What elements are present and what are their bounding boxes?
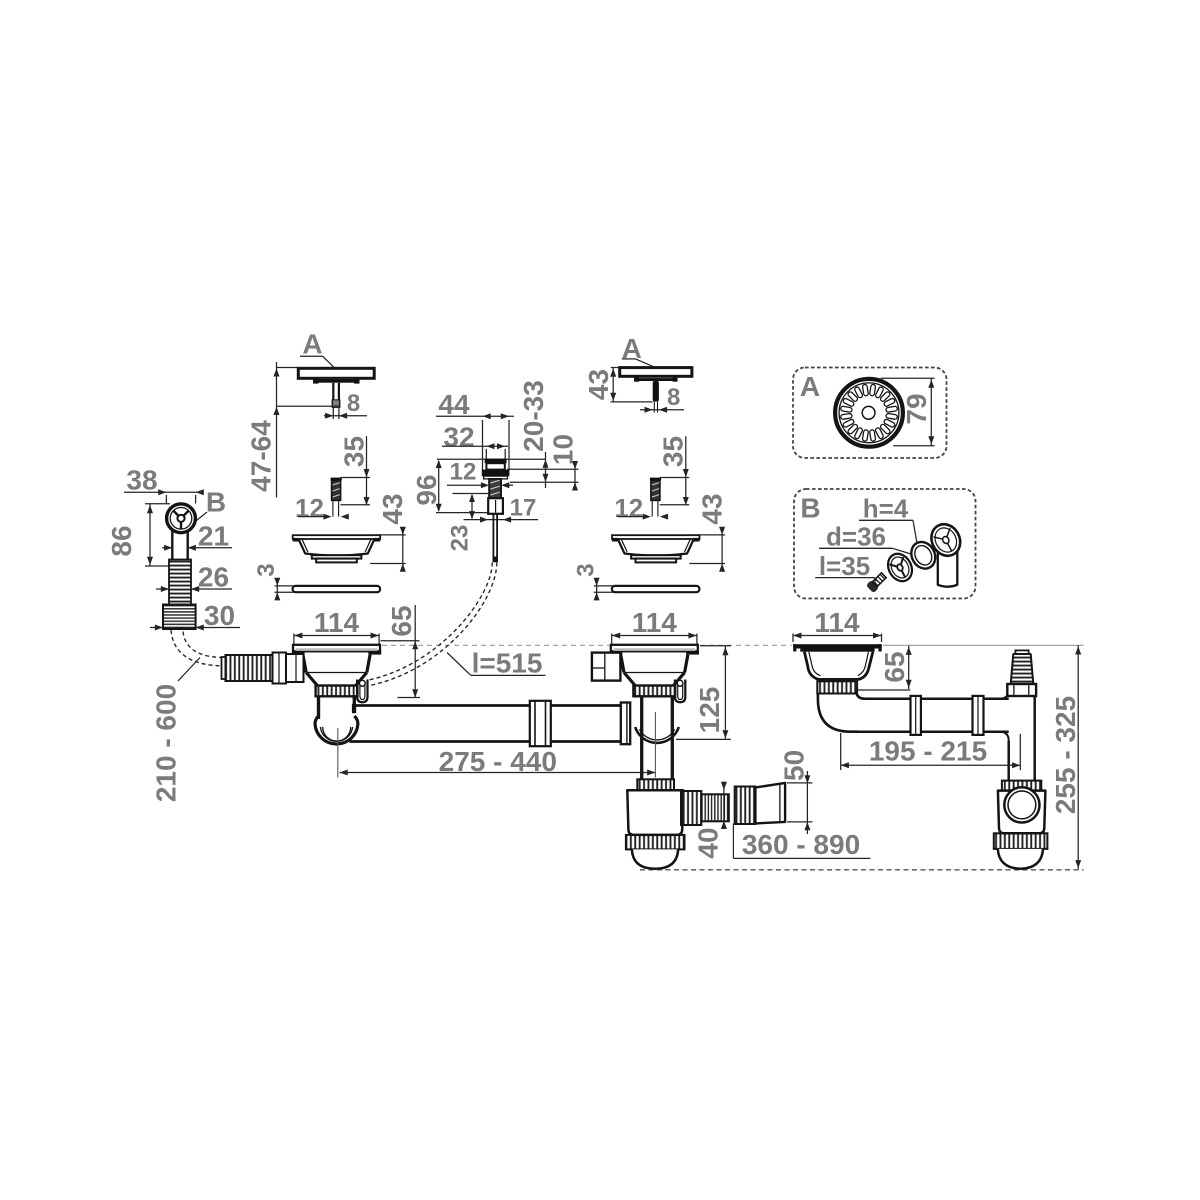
svg-text:114: 114 (632, 607, 678, 638)
svg-text:114: 114 (814, 607, 860, 638)
svg-text:d=36: d=36 (826, 522, 886, 552)
svg-text:195 - 215: 195 - 215 (869, 735, 987, 766)
svg-text:114: 114 (314, 607, 360, 638)
svg-text:43: 43 (583, 369, 614, 400)
svg-text:26: 26 (198, 562, 229, 593)
svg-text:40: 40 (693, 827, 724, 858)
svg-text:65: 65 (879, 651, 910, 682)
svg-text:255 - 325: 255 - 325 (1050, 696, 1081, 814)
svg-text:210 - 600: 210 - 600 (151, 684, 182, 802)
svg-text:43: 43 (377, 493, 408, 524)
svg-text:50: 50 (778, 750, 809, 781)
svg-text:47-64: 47-64 (246, 420, 277, 492)
svg-text:96: 96 (411, 474, 442, 505)
svg-text:3: 3 (253, 563, 280, 576)
svg-text:21: 21 (198, 521, 229, 552)
svg-text:65: 65 (386, 605, 417, 636)
svg-text:20-33: 20-33 (518, 380, 549, 452)
svg-text:86: 86 (106, 525, 137, 556)
svg-text:B: B (206, 487, 226, 518)
svg-text:l=35: l=35 (819, 551, 870, 581)
svg-text:A: A (622, 333, 642, 364)
svg-text:8: 8 (667, 384, 680, 411)
svg-text:3: 3 (572, 563, 599, 576)
svg-text:360 - 890: 360 - 890 (742, 829, 860, 860)
svg-text:17: 17 (510, 495, 537, 522)
svg-text:44: 44 (438, 389, 470, 420)
svg-text:35: 35 (658, 436, 689, 467)
svg-text:A: A (302, 329, 322, 360)
svg-text:38: 38 (126, 465, 157, 496)
svg-text:79: 79 (901, 393, 932, 424)
svg-text:32: 32 (443, 422, 474, 453)
svg-text:h=4: h=4 (863, 494, 909, 524)
svg-text:B: B (800, 493, 820, 524)
svg-text:12: 12 (614, 493, 643, 523)
svg-text:12: 12 (295, 493, 324, 523)
svg-text:A: A (800, 371, 820, 402)
svg-text:l=515: l=515 (472, 648, 543, 679)
svg-text:30: 30 (204, 600, 235, 631)
svg-text:275 - 440: 275 - 440 (439, 746, 557, 777)
svg-text:12: 12 (450, 459, 477, 486)
svg-text:43: 43 (696, 493, 727, 524)
svg-text:125: 125 (694, 687, 725, 734)
svg-text:10: 10 (548, 434, 579, 465)
svg-text:8: 8 (347, 390, 360, 417)
svg-text:23: 23 (447, 525, 474, 552)
svg-text:35: 35 (338, 436, 369, 467)
